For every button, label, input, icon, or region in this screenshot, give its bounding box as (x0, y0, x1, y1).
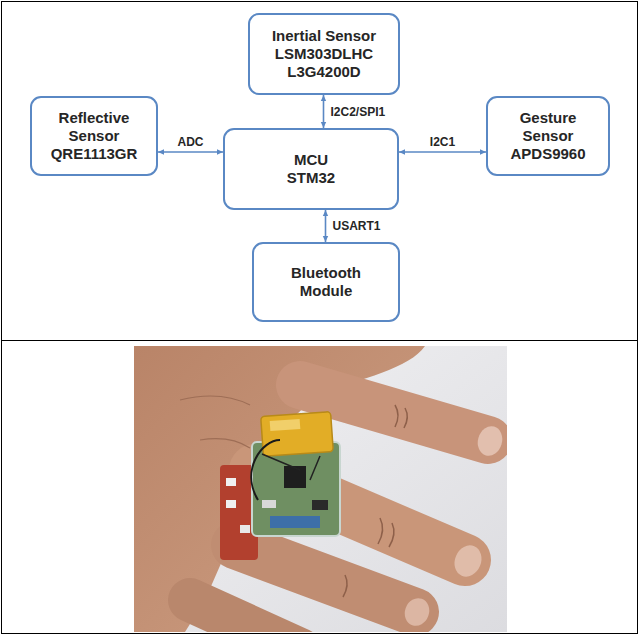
component-box: Reflective Sensor QRE1113GR (30, 96, 158, 176)
table-divider (2, 340, 638, 341)
box-label: Reflective Sensor QRE1113GR (40, 109, 148, 163)
box-label: MCU STM32 (281, 151, 341, 187)
hand-illustration (134, 346, 507, 632)
bus-connector (158, 151, 223, 153)
component-box: Gesture Sensor APDS9960 (486, 96, 610, 176)
box-label: Gesture Sensor APDS9960 (498, 109, 598, 163)
bus-label: I2C2/SPI1 (330, 105, 387, 119)
component-box: MCU STM32 (223, 128, 399, 210)
bus-connector (399, 151, 486, 153)
bus-connector (323, 95, 325, 128)
bus-label: USART1 (332, 219, 382, 233)
component-box: Bluetooth Module (252, 242, 400, 322)
bus-connector (325, 210, 327, 242)
bus-label: I2C1 (429, 135, 456, 149)
bus-label: ADC (177, 135, 205, 149)
component-box: Inertial Sensor LSM303DLHC L3G4200D (248, 13, 400, 95)
box-label: Bluetooth Module (276, 264, 376, 300)
box-label: Inertial Sensor LSM303DLHC L3G4200D (258, 27, 390, 81)
